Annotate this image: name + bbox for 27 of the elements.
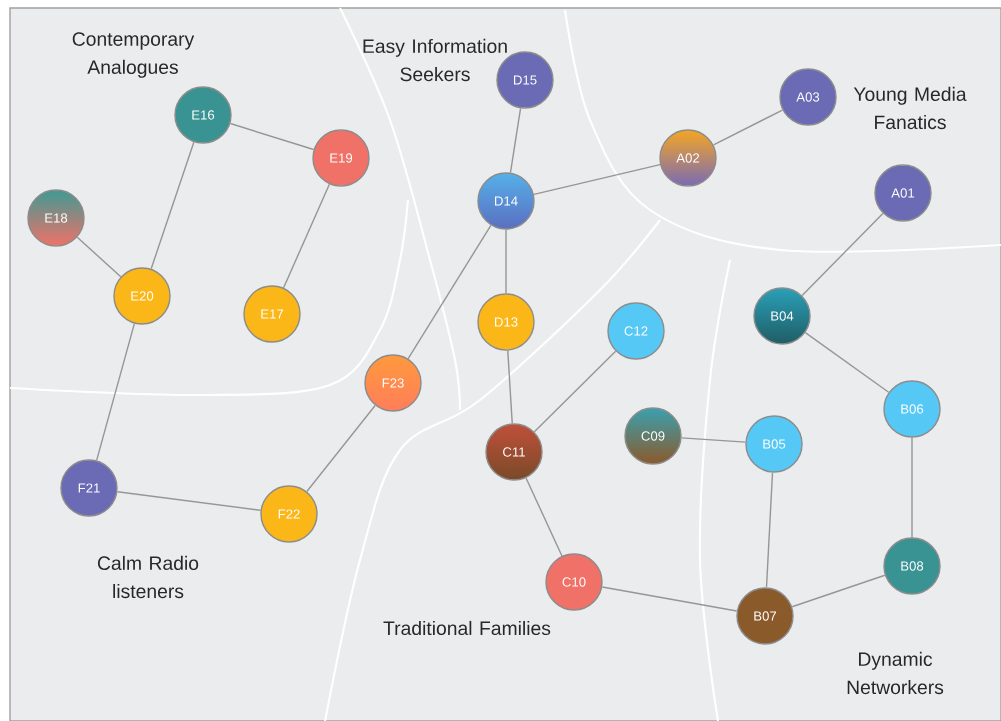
connector-line [76, 236, 122, 278]
connector-line [804, 332, 890, 393]
connector-line [306, 404, 376, 493]
connector-line [505, 229, 507, 294]
connector-line [712, 109, 784, 146]
connector-line [791, 574, 886, 608]
connector-line [601, 586, 738, 612]
connector-line [116, 491, 262, 511]
connector-line [407, 224, 492, 360]
connector-line [911, 437, 913, 538]
connector-line [533, 163, 661, 196]
segment-label: Contemporary Analogues [72, 32, 195, 78]
connector-line [680, 437, 747, 443]
connector-line [282, 183, 331, 289]
connector-line [95, 322, 136, 462]
segment-label: Traditional Families [383, 620, 551, 636]
connector-line [525, 477, 563, 557]
connector-line [765, 471, 774, 589]
connector-line [801, 212, 884, 297]
segment-label: Calm Radio listeners [97, 555, 199, 599]
connector-line [229, 122, 315, 151]
segment-label: Young Media Fanatics [853, 86, 967, 130]
connector-line [533, 350, 617, 433]
connector-line [150, 141, 195, 270]
connector-line [507, 349, 513, 425]
connector-line [509, 107, 522, 174]
segment-label: Dynamic Networkers [847, 651, 944, 695]
